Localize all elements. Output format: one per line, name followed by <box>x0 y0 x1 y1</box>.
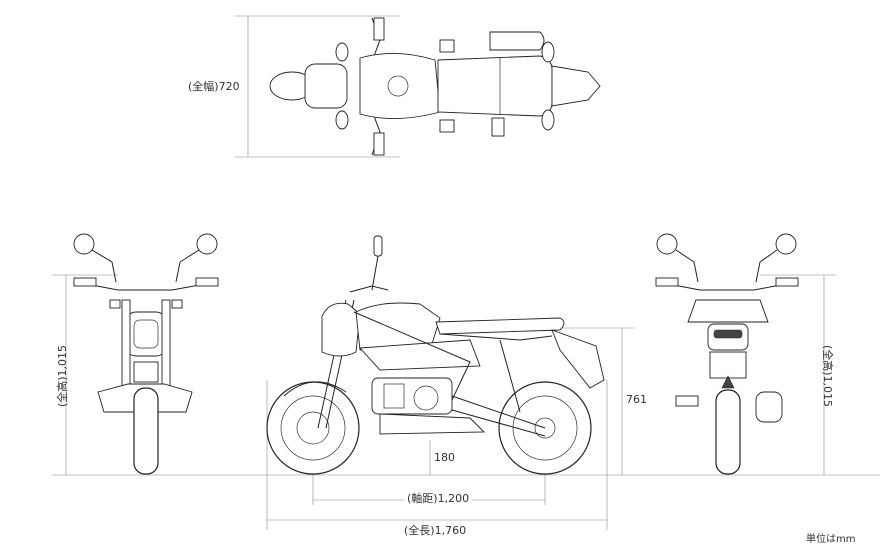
rear-mirror-left <box>656 233 678 255</box>
top-fuel-tank <box>359 53 441 119</box>
top-turn-signal-rr <box>541 109 555 131</box>
front-fender <box>133 361 159 383</box>
length-label: (全長)1,760 <box>404 524 467 537</box>
side-rear-shock <box>499 339 521 413</box>
side-swingarm-top <box>451 395 546 429</box>
rear-grip-left <box>655 277 679 287</box>
rear-mirror-stem-left <box>675 249 699 283</box>
front-turn-signal-right <box>171 299 183 309</box>
side-mirror-stem <box>371 255 379 291</box>
side-handlebar <box>349 285 389 293</box>
side-view <box>266 235 635 530</box>
rear-mirror-stem-right <box>755 249 778 283</box>
side-seat-base <box>439 333 553 341</box>
front-tire <box>133 387 159 475</box>
side-mirror <box>373 235 383 257</box>
top-brake-pedal <box>491 117 505 137</box>
side-headlight-cowl <box>321 302 361 357</box>
top-headlight <box>304 63 348 109</box>
front-headlight <box>125 311 167 357</box>
rear-mirror-right <box>775 233 797 255</box>
side-rear-fender <box>551 329 605 389</box>
rear-tail-lens <box>713 329 743 339</box>
top-grip-right <box>373 132 385 156</box>
top-seat <box>437 55 553 117</box>
front-handlebar <box>75 281 217 291</box>
front-grip-right <box>195 277 219 287</box>
front-mirror-stem-right <box>175 249 200 283</box>
rear-handlebar <box>657 281 797 291</box>
rear-height-label: (全高)1,015 <box>821 344 834 408</box>
top-fuel-cap <box>387 75 409 97</box>
side-fuel-tank <box>355 302 441 351</box>
side-rear-rim <box>512 395 578 461</box>
rear-reflector <box>721 375 735 389</box>
front-mirror-left <box>73 233 95 255</box>
top-muffler <box>489 31 545 51</box>
top-rear-fender <box>551 65 601 107</box>
top-grip-left <box>373 17 385 41</box>
front-mirror-right <box>196 233 218 255</box>
rear-peg-left <box>675 395 699 407</box>
rear-license-plate <box>709 351 747 379</box>
top-turn-signal-rl <box>541 41 555 63</box>
side-shroud <box>359 339 481 371</box>
width-label: (全幅)720 <box>188 80 240 93</box>
front-turn-signal-left <box>109 299 121 309</box>
side-exhaust <box>379 413 486 435</box>
front-view <box>52 233 880 476</box>
side-front-brake-disc <box>296 411 330 445</box>
side-cylinder <box>383 383 405 409</box>
rear-tire <box>715 389 741 475</box>
side-front-fender <box>283 381 347 397</box>
seat-height-label: 761 <box>626 393 647 406</box>
wheelbase-label: (軸距)1,200 <box>404 490 473 506</box>
rear-muffler <box>755 391 783 423</box>
top-peg-left <box>439 39 455 53</box>
side-rear-hub <box>534 417 556 439</box>
top-mirror-left <box>335 42 349 62</box>
front-mirror-stem-left <box>91 249 117 283</box>
side-engine-cover <box>413 385 439 411</box>
front-height-label: (全高)1,015 <box>56 344 69 408</box>
top-mirror-right <box>335 110 349 130</box>
side-frame <box>353 311 471 401</box>
front-headlight-inner <box>133 319 159 349</box>
rear-view <box>655 233 836 475</box>
ground-clearance-label: 180 <box>434 451 455 464</box>
rear-grip-right <box>775 277 799 287</box>
unit-note: 単位はmm <box>806 534 856 545</box>
rear-seat <box>687 299 769 323</box>
front-grip-left <box>73 277 97 287</box>
side-swingarm-bottom <box>451 409 546 437</box>
top-view <box>235 15 601 158</box>
side-seat <box>435 317 565 335</box>
top-peg-right <box>439 119 455 133</box>
side-front-rim <box>280 395 346 461</box>
